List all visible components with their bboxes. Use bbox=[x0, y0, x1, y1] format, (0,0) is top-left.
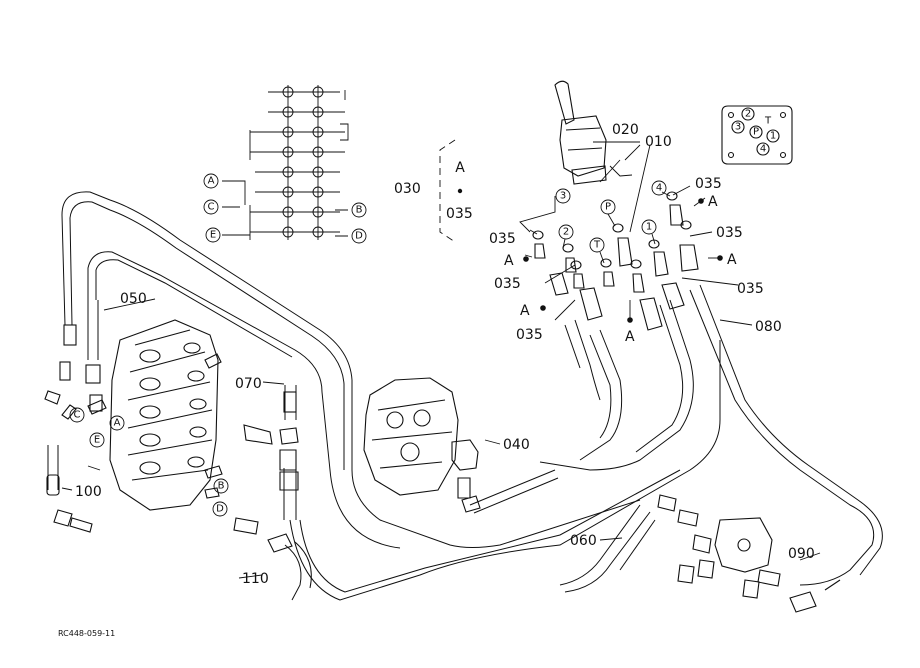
label-035-right: 035 bbox=[716, 225, 743, 241]
label-a-right: A bbox=[727, 252, 737, 268]
label-a-top: A bbox=[708, 194, 718, 210]
fittings-035 bbox=[532, 191, 699, 331]
label-040: 040 bbox=[503, 437, 530, 453]
port-plate-P: P bbox=[753, 127, 759, 138]
callout-a-valve: A bbox=[114, 418, 121, 429]
label-020: 020 bbox=[612, 122, 639, 138]
leader-lines bbox=[61, 141, 821, 579]
port-plate-1: 1 bbox=[770, 131, 776, 142]
callout-b-valve: B bbox=[218, 481, 225, 492]
label-a-bottom: A bbox=[625, 329, 635, 345]
callout-port-P: P bbox=[605, 202, 611, 213]
label-035-mid: 035 bbox=[494, 276, 521, 292]
label-010: 010 bbox=[645, 134, 672, 150]
distribution-block bbox=[657, 494, 841, 613]
label-a-left: A bbox=[504, 253, 514, 269]
label-050: 050 bbox=[120, 291, 147, 307]
circuit-schematic bbox=[222, 85, 349, 240]
label-060: 060 bbox=[570, 533, 597, 549]
control-valve-block bbox=[44, 319, 223, 511]
drawing-code: RC448-059-11 bbox=[58, 629, 115, 638]
pilot-valve-joystick bbox=[554, 80, 607, 185]
callout-port-1: 1 bbox=[646, 222, 652, 233]
label-030: 030 bbox=[394, 181, 421, 197]
label-a-mid: A bbox=[520, 303, 530, 319]
label-090: 090 bbox=[788, 546, 815, 562]
callout-e-valve: E bbox=[94, 435, 100, 446]
hose-routes bbox=[47, 191, 883, 601]
label-035-left: 035 bbox=[489, 231, 516, 247]
label-035-bottom: 035 bbox=[516, 327, 543, 343]
small-parts bbox=[46, 324, 481, 553]
label-100: 100 bbox=[75, 484, 102, 500]
callout-a-schematic: A bbox=[208, 176, 215, 187]
pump-assembly bbox=[363, 377, 479, 499]
label-a-030: A bbox=[455, 160, 465, 176]
callout-port-T: T bbox=[593, 240, 601, 251]
label-080: 080 bbox=[755, 319, 782, 335]
label-110: 110 bbox=[242, 571, 269, 587]
port-plate: 2 3 P T 1 4 bbox=[721, 105, 793, 165]
port-plate-T: T bbox=[764, 116, 772, 127]
callout-circles: A C E B D C A E B D 3 2 T P 1 4 bbox=[69, 173, 667, 517]
label-035-030: 035 bbox=[446, 206, 473, 222]
callout-c-schematic: C bbox=[208, 202, 215, 213]
port-plate-3: 3 bbox=[735, 122, 741, 133]
callout-d-valve: D bbox=[216, 504, 224, 515]
label-035-top: 035 bbox=[695, 176, 722, 192]
callout-e-schematic: E bbox=[210, 230, 216, 241]
callout-b-schematic: B bbox=[356, 205, 363, 216]
callout-d-schematic: D bbox=[355, 231, 363, 242]
port-plate-2: 2 bbox=[745, 109, 751, 120]
bracket-030 bbox=[439, 139, 456, 243]
callout-port-3: 3 bbox=[560, 191, 566, 202]
label-035-right-low: 035 bbox=[737, 281, 764, 297]
text-labels: A 030 035 020 010 035 A 035 A 035 080 03… bbox=[58, 122, 815, 638]
callout-port-4: 4 bbox=[656, 183, 662, 194]
reference-dots bbox=[457, 188, 723, 323]
callout-port-2: 2 bbox=[563, 227, 569, 238]
label-070: 070 bbox=[235, 376, 262, 392]
port-plate-4: 4 bbox=[760, 144, 766, 155]
callout-c-valve: C bbox=[74, 410, 81, 421]
